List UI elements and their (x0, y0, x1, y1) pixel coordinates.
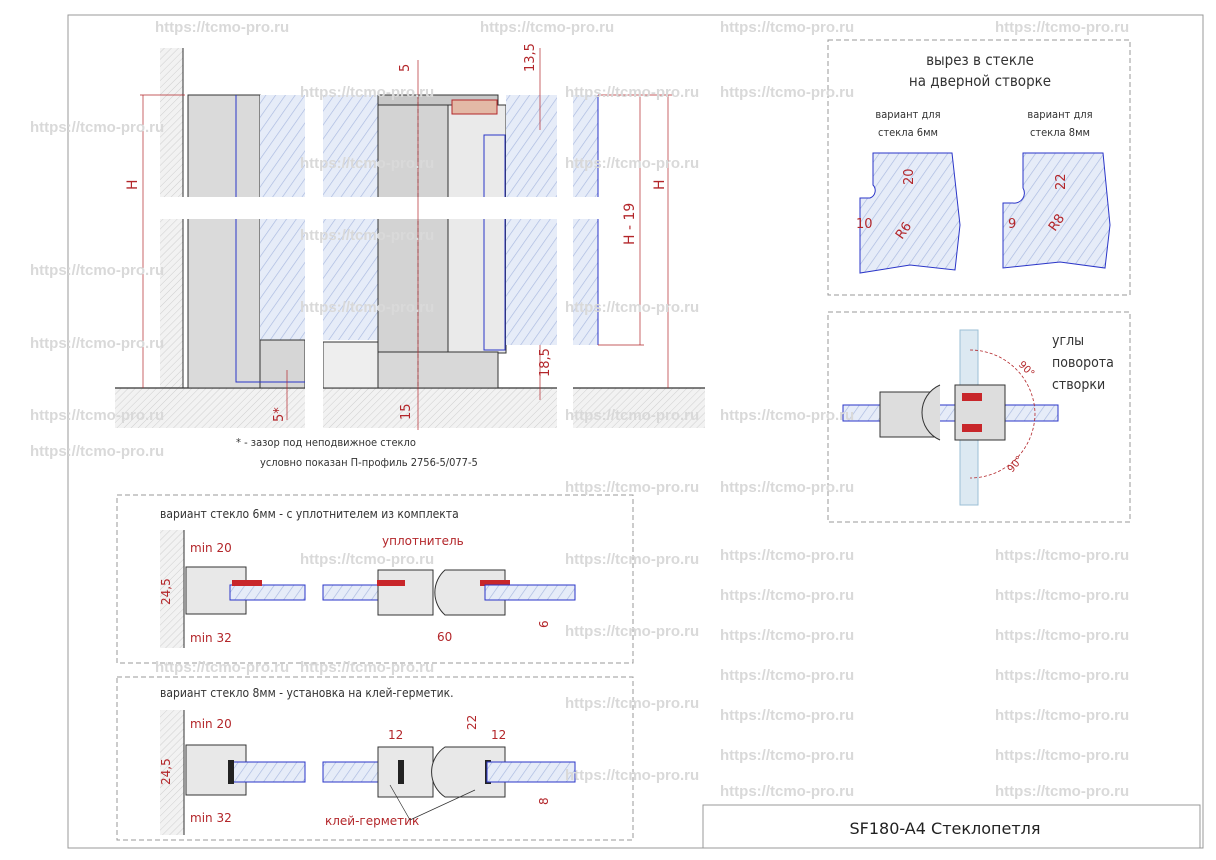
dim-bottom-gap: 15 (399, 403, 414, 420)
watermark-text: https://tcmo-pro.ru (155, 659, 289, 676)
watermark-text: https://tcmo-pro.ru (720, 783, 854, 800)
s8-width-b: 12 (491, 728, 506, 742)
rotation-line3: створки (1052, 377, 1105, 393)
watermark-text: https://tcmo-pro.ru (565, 299, 699, 316)
watermark-text: https://tcmo-pro.ru (720, 479, 854, 496)
watermark-text: https://tcmo-pro.ru (30, 119, 164, 136)
dim-top-offset: 13,5 (523, 43, 538, 72)
s8-min32: min 32 (190, 811, 232, 825)
watermark-text: https://tcmo-pro.ru (720, 407, 854, 424)
variant8-width: 9 (1008, 217, 1016, 232)
watermark-text: https://tcmo-pro.ru (995, 547, 1129, 564)
watermark-text: https://tcmo-pro.ru (300, 659, 434, 676)
watermark-text: https://tcmo-pro.ru (720, 547, 854, 564)
watermark-text: https://tcmo-pro.ru (720, 747, 854, 764)
section-8mm: вариант стекло 8мм - установка на клей-г… (116, 676, 634, 841)
variant8-line2: стекла 8мм (1030, 126, 1090, 139)
watermark-text: https://tcmo-pro.ru (30, 335, 164, 352)
drawing-title: SF180-A4 Стеклопетля (849, 819, 1040, 838)
watermark-text: https://tcmo-pro.ru (30, 262, 164, 279)
section8-title: вариант стекло 8мм - установка на клей-г… (160, 686, 454, 700)
dim-h-minus-19: H - 19 (622, 203, 638, 245)
watermark-text: https://tcmo-pro.ru (300, 155, 434, 172)
s8-glass: 8 (537, 797, 551, 805)
watermark-text: https://tcmo-pro.ru (565, 407, 699, 424)
dim-h-left: H (125, 179, 141, 190)
watermark-text: https://tcmo-pro.ru (720, 667, 854, 684)
watermark-text: https://tcmo-pro.ru (155, 19, 289, 36)
variant8-height: 22 (1054, 173, 1069, 190)
title-block: SF180-A4 Стеклопетля (702, 804, 1201, 849)
watermark-text: https://tcmo-pro.ru (480, 19, 614, 36)
watermark-text: https://tcmo-pro.ru (720, 587, 854, 604)
watermark-text: https://tcmo-pro.ru (565, 695, 699, 712)
glue-label: клей-герметик (325, 814, 419, 828)
angle-bottom: 90° (1006, 454, 1026, 475)
watermark-text: https://tcmo-pro.ru (565, 767, 699, 784)
angle-top: 90° (1016, 359, 1036, 379)
watermark-text: https://tcmo-pro.ru (300, 84, 434, 101)
watermark-text: https://tcmo-pro.ru (565, 623, 699, 640)
seal-label: уплотнитель (382, 534, 464, 548)
dim-top-gap: 5 (398, 64, 413, 72)
watermark-text: https://tcmo-pro.ru (565, 155, 699, 172)
note-line-1: * - зазор под неподвижное стекло (236, 436, 416, 449)
watermark-text: https://tcmo-pro.ru (995, 19, 1129, 36)
s8-v22: 22 (465, 715, 479, 730)
rotation-line2: поворота (1052, 355, 1114, 371)
s6-min32: min 32 (190, 631, 232, 645)
watermark-text: https://tcmo-pro.ru (995, 667, 1129, 684)
watermark-text: https://tcmo-pro.ru (565, 479, 699, 496)
s6-height: 24,5 (159, 578, 173, 605)
watermark-text: https://tcmo-pro.ru (995, 747, 1129, 764)
watermark-layer: https://tcmo-pro.ru https://tcmo-pro.ru ht… (30, 19, 1129, 800)
cutout-title-1: вырез в стекле (926, 51, 1034, 69)
rotation-panel: 90° 90° углы поворота створки (827, 311, 1131, 523)
watermark-text: https://tcmo-pro.ru (995, 783, 1129, 800)
dim-h-right: H (652, 179, 668, 190)
watermark-text: https://tcmo-pro.ru (720, 627, 854, 644)
variant8-line1: вариант для (1027, 108, 1092, 121)
watermark-text: https://tcmo-pro.ru (720, 19, 854, 36)
watermark-text: https://tcmo-pro.ru (565, 551, 699, 568)
watermark-text: https://tcmo-pro.ru (720, 84, 854, 101)
dim-bottom-offset: 18,5 (538, 348, 553, 377)
variant6-height: 20 (902, 168, 917, 185)
section6-title: вариант стекло 6мм - с уплотнителем из к… (160, 507, 459, 521)
watermark-text: https://tcmo-pro.ru (30, 443, 164, 460)
watermark-text: https://tcmo-pro.ru (30, 407, 164, 424)
variant6-width: 10 (856, 217, 873, 232)
s6-min20: min 20 (190, 541, 232, 555)
watermark-text: https://tcmo-pro.ru (995, 627, 1129, 644)
s8-min20: min 20 (190, 717, 232, 731)
watermark-text: https://tcmo-pro.ru (300, 551, 434, 568)
sheet-border (67, 14, 1204, 849)
variant6-line1: вариант для (875, 108, 940, 121)
s6-width60: 60 (437, 630, 452, 644)
watermark-text: https://tcmo-pro.ru (565, 84, 699, 101)
s8-height: 24,5 (159, 758, 173, 785)
variant6-line2: стекла 6мм (878, 126, 938, 139)
dim-fixed-gap: 5* (272, 407, 287, 422)
cutout-panel: вырез в стекле на дверной створке вариан… (827, 39, 1131, 296)
s8-width-a: 12 (388, 728, 403, 742)
watermark-text: https://tcmo-pro.ru (300, 227, 434, 244)
watermark-text: https://tcmo-pro.ru (995, 587, 1129, 604)
watermark-text: https://tcmo-pro.ru (300, 299, 434, 316)
elevation-view: H H H - 19 5 13,5 18,5 15 5* * - зазор п… (110, 40, 710, 469)
watermark-text: https://tcmo-pro.ru (720, 707, 854, 724)
section-6mm: вариант стекло 6мм - с уплотнителем из к… (116, 494, 634, 664)
note-line-2: условно показан П-профиль 2756-5/077-5 (260, 456, 478, 469)
rotation-line1: углы (1052, 333, 1084, 349)
s6-glass: 6 (537, 620, 551, 628)
cutout-title-2: на дверной створке (909, 72, 1051, 90)
watermark-text: https://tcmo-pro.ru (995, 707, 1129, 724)
